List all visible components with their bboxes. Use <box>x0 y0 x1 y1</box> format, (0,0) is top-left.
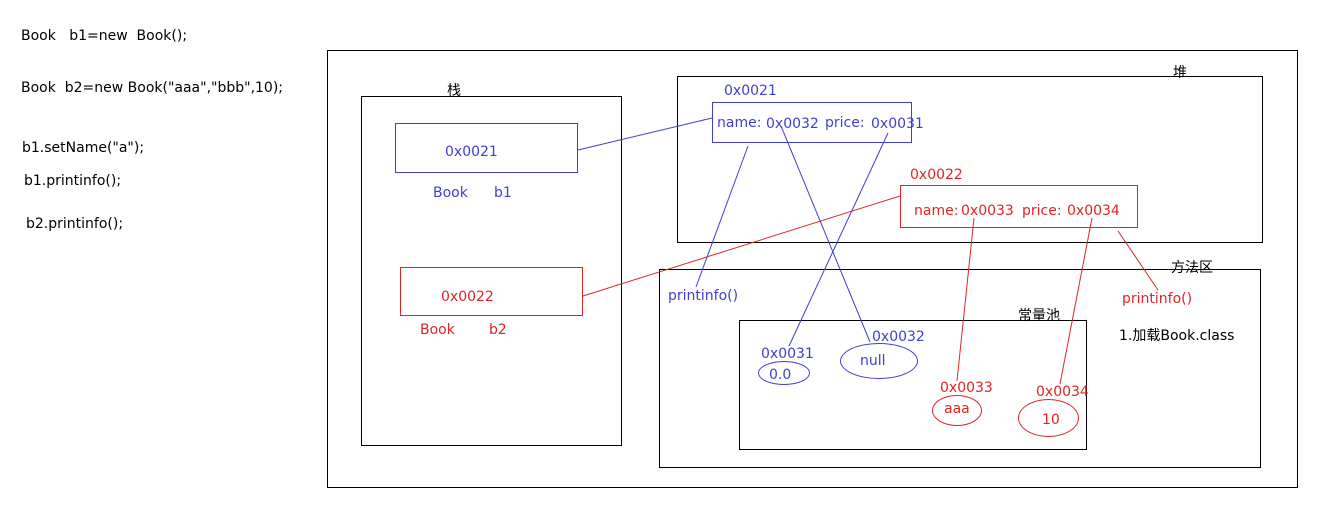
stack-b2-type: Book <box>420 322 455 338</box>
const-0x0032-addr: 0x0032 <box>872 329 925 345</box>
const-0x0033-value: aaa <box>944 401 970 417</box>
heap-obj1-addr: 0x0021 <box>724 83 777 99</box>
stack-area <box>361 96 622 446</box>
const-0x0032-oval <box>840 343 918 379</box>
const-0x0033-oval <box>932 395 982 426</box>
method-printinfo-blue: printinfo() <box>668 288 739 304</box>
ref-b2-to-obj2 <box>582 195 901 297</box>
heap-obj2-addr: 0x0022 <box>910 167 963 183</box>
stack-b1-addr: 0x0021 <box>445 144 498 160</box>
stack-b2-cell <box>400 267 583 316</box>
method-printinfo-red: printinfo() <box>1122 291 1193 307</box>
ref-obj1-price-to-0.0 <box>788 132 889 347</box>
heap-obj1-price-ref: 0x0031 <box>871 116 924 132</box>
heap-title: 堆 <box>1173 65 1187 81</box>
heap-obj1-name-ref: 0x0032 <box>766 116 819 132</box>
const-0x0031-value: 0.0 <box>769 367 792 383</box>
code-line-3: b1.setName("a"); <box>22 140 145 156</box>
const-0x0034-addr: 0x0034 <box>1036 384 1089 400</box>
heap-obj1-name-label: name: <box>717 115 762 131</box>
const-0x0034-oval <box>1018 399 1079 437</box>
const-0x0033-addr: 0x0033 <box>940 380 993 396</box>
heap-obj1-price-label: price: <box>825 115 865 131</box>
code-line-2: Book b2=new Book("aaa","bbb",10); <box>21 80 284 96</box>
const-0x0032-value: null <box>860 353 886 369</box>
heap-area <box>677 76 1263 243</box>
heap-obj2-price-label: price: <box>1022 203 1062 219</box>
stack-b1-cell <box>395 123 578 173</box>
ref-obj1-to-printinfo <box>695 145 749 288</box>
ref-obj2-to-printinfo <box>1117 230 1159 291</box>
method-area <box>659 269 1261 468</box>
ref-obj2-price-to-10 <box>1059 217 1093 385</box>
heap-obj1 <box>712 102 912 143</box>
const-0x0031-addr: 0x0031 <box>761 346 814 362</box>
const-0x0031-oval <box>758 361 810 385</box>
heap-obj2-name-label: name: <box>914 203 959 219</box>
code-line-1: Book b1=new Book(); <box>21 28 188 44</box>
load-class-note: 1.加载Book.class <box>1119 328 1235 344</box>
constant-pool-title: 常量池 <box>1018 308 1060 324</box>
code-line-5: b2.printinfo(); <box>26 216 124 232</box>
stack-b1-var: b1 <box>494 185 512 201</box>
ref-obj1-name-to-null <box>780 125 871 343</box>
const-0x0034-value: 10 <box>1042 412 1060 428</box>
heap-obj2 <box>900 185 1138 228</box>
code-line-4: b1.printinfo(); <box>24 173 122 189</box>
ref-b1-to-obj1 <box>577 117 713 151</box>
ref-obj2-name-to-aaa <box>956 217 975 382</box>
method-area-title: 方法区 <box>1171 260 1213 276</box>
constant-pool <box>739 320 1087 450</box>
stack-b1-type: Book <box>433 185 468 201</box>
heap-obj2-name-ref: 0x0033 <box>961 203 1014 219</box>
stack-b2-var: b2 <box>489 322 507 338</box>
memory-frame <box>327 50 1298 488</box>
stack-title: 栈 <box>447 83 461 99</box>
heap-obj2-price-ref: 0x0034 <box>1067 203 1120 219</box>
stack-b2-addr: 0x0022 <box>441 289 494 305</box>
